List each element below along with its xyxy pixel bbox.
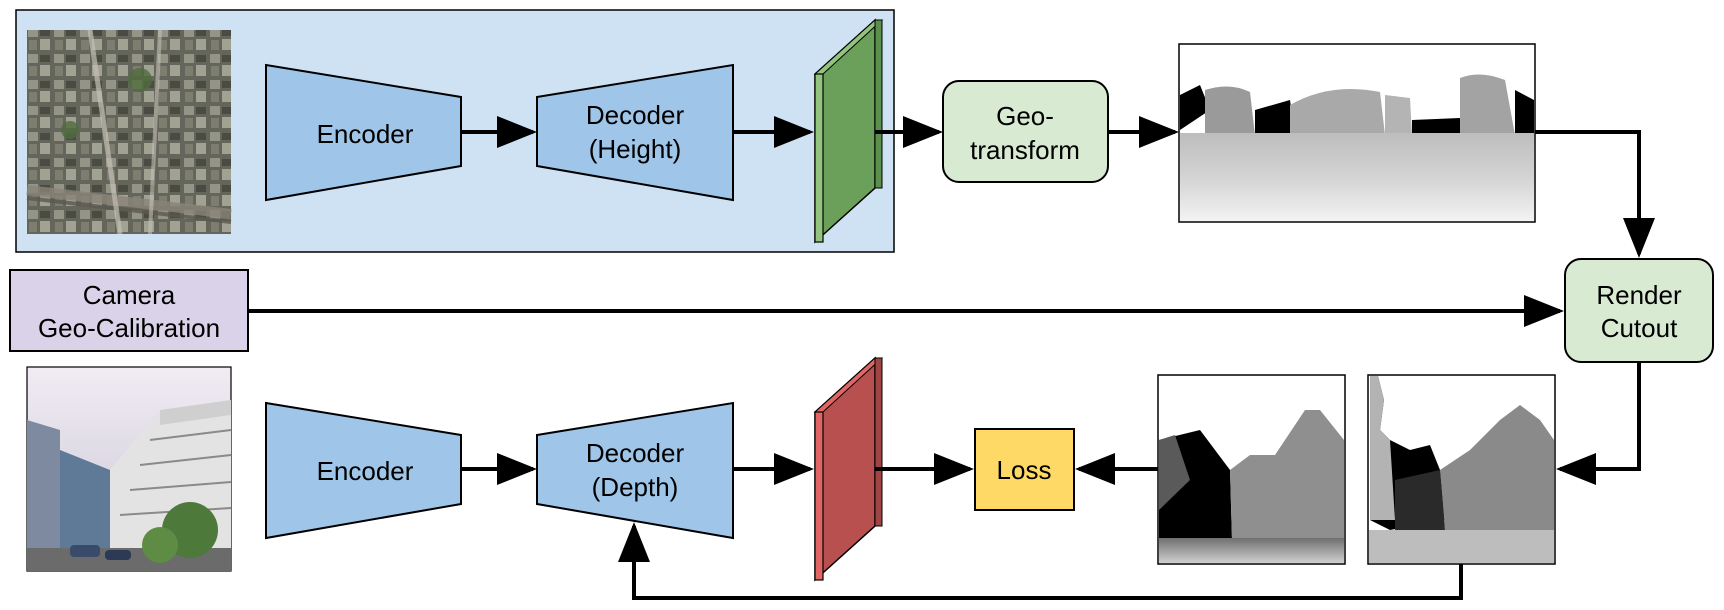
decoder-depth-block: Decoder (Depth)	[536, 401, 734, 540]
connections	[248, 116, 1655, 600]
geo-transform-label-line1: Geo-	[996, 101, 1054, 131]
decoder-depth-label-line2: (Depth)	[592, 472, 679, 502]
panoramic-depth-image	[1178, 43, 1536, 223]
geo-transform-block: Geo- transform	[942, 80, 1109, 183]
street-level-image	[26, 366, 232, 572]
rendered-cutout-depth-image	[1367, 374, 1556, 565]
decoder-height-block: Decoder (Height)	[536, 63, 734, 202]
render-cutout-label-line2: Cutout	[1601, 313, 1678, 343]
camera-calib-label-line1: Camera	[83, 280, 176, 310]
geo-transform-label-line2: transform	[970, 135, 1080, 165]
decoder-height-label-line1: Decoder	[586, 100, 685, 130]
render-cutout-label-line1: Render	[1596, 280, 1682, 310]
loss-label: Loss	[997, 455, 1052, 485]
encoder-bottom-label: Encoder	[317, 456, 414, 486]
height-map-tensor	[813, 18, 884, 244]
decoder-height-label-line2: (Height)	[589, 134, 681, 164]
decoder-depth-label-line1: Decoder	[586, 438, 685, 468]
loss-block: Loss	[974, 428, 1075, 511]
encoder-top-block: Encoder	[265, 63, 462, 202]
render-cutout-block: Render Cutout	[1564, 258, 1714, 363]
encoder-top-label: Encoder	[317, 119, 414, 149]
ground-truth-depth-image	[1157, 374, 1346, 565]
camera-calib-label-line2: Geo-Calibration	[38, 313, 220, 343]
depth-map-tensor	[813, 356, 884, 582]
aerial-image	[26, 29, 232, 235]
camera-geo-calibration-block: Camera Geo-Calibration	[9, 269, 249, 352]
encoder-bottom-block: Encoder	[265, 401, 462, 540]
